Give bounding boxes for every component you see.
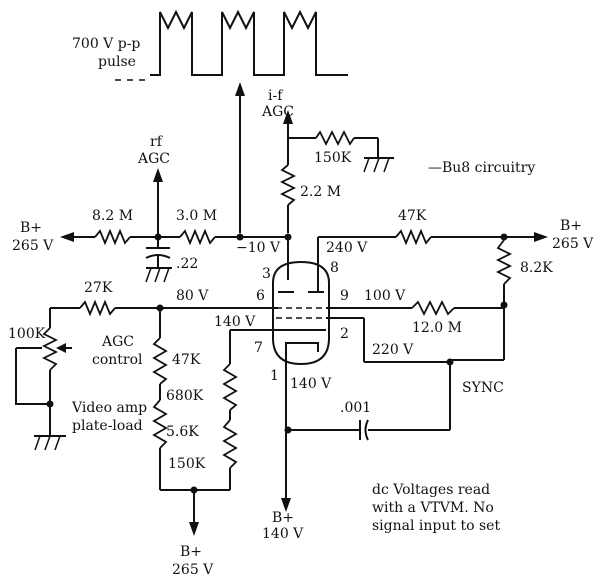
plate-voltage-label: 240 V: [326, 240, 368, 256]
label-5-6k: 5.6K: [166, 424, 199, 440]
resistor-150k-left: [222, 419, 238, 469]
label-680k: 680K: [166, 388, 204, 404]
grid-voltage-label: −10 V: [236, 240, 281, 256]
note-line2: with a VTVM. No: [372, 500, 494, 516]
b-plus-left-label-line1: B+: [20, 220, 42, 236]
label-150k-top: 150K: [314, 150, 352, 166]
sync-label: SYNC: [462, 380, 504, 396]
label-100k: 100K: [8, 326, 46, 342]
label-27k: 27K: [84, 280, 113, 296]
b-plus-left-arrow: [60, 232, 74, 242]
junction-right-top: [500, 233, 508, 241]
pin6-voltage-label: 80 V: [176, 288, 209, 304]
label-2-2m: 2.2 M: [300, 184, 341, 200]
b-plus-bottom-left-arrow: [189, 522, 199, 536]
pin-7: 7: [254, 340, 263, 356]
pin2-voltage-label: 220 V: [372, 342, 414, 358]
label-12-0m: 12.0 M: [412, 320, 462, 336]
pin-2: 2: [340, 326, 349, 342]
b-plus-left-label-line2: 265 V: [12, 238, 54, 254]
resistor-5-6k: [152, 399, 168, 449]
junction-right-mid: [500, 301, 508, 309]
pot-wiper-arrow: [56, 343, 66, 353]
pin-6: 6: [256, 288, 265, 304]
pin-1: 1: [270, 368, 279, 384]
label-c-001: .001: [340, 400, 371, 416]
rf-agc-label-line2: AGC: [137, 151, 170, 167]
label-c-22: .22: [176, 256, 198, 272]
resistor-2-2m: [279, 164, 297, 206]
label-47k-top: 47K: [398, 208, 427, 224]
screen-voltage-label: 140 V: [214, 314, 256, 330]
video-load-label-line1: Video amp: [71, 400, 147, 416]
note-line3: signal input to set: [372, 518, 500, 534]
resistor-12-0m: [411, 299, 455, 317]
if-agc-label-line1: i-f: [268, 88, 284, 104]
resistor-150k-top: [315, 129, 355, 147]
resistor-8-2m: [94, 228, 131, 246]
junction-rf-agc: [154, 233, 162, 241]
label-8-2k: 8.2K: [520, 260, 553, 276]
video-load-label-line2: plate-load: [72, 418, 143, 434]
note-line1: dc Voltages read: [372, 482, 490, 498]
pulse-arrow: [235, 82, 245, 96]
label-47k-left: 47K: [172, 352, 201, 368]
pulse-waveform: [150, 9, 348, 76]
if-agc-arrow: [283, 110, 293, 124]
b-plus-right-label-line1: B+: [560, 218, 582, 234]
agc-control-label-line1: AGC: [101, 334, 134, 350]
ground-symbol-bu8: [363, 157, 394, 173]
b-plus-bottom-left-label-line1: B+: [180, 544, 202, 560]
resistor-27k: [79, 299, 116, 317]
junction-pot: [46, 400, 54, 408]
pin-3: 3: [262, 266, 271, 282]
b-plus-cathode-label-line2: 140 V: [262, 526, 304, 542]
junction-pulse: [236, 233, 244, 241]
resistor-47k-top: [395, 228, 432, 246]
pin-8: 8: [330, 260, 339, 276]
rf-agc-label-line1: rf: [150, 134, 164, 150]
resistor-100k-pot: [41, 327, 59, 371]
vacuum-tube: [272, 237, 330, 366]
pulse-label-line1: 700 V p-p: [72, 36, 140, 52]
ground-symbol-cap: [145, 267, 172, 283]
label-150k-left: 150K: [168, 456, 206, 472]
cathode-voltage-label: 140 V: [290, 376, 332, 392]
pulse-label-line2: pulse: [98, 54, 136, 70]
capacitor-22: [145, 247, 171, 268]
agc-control-label-line2: control: [92, 352, 143, 368]
if-agc-label-line2: AGC: [261, 104, 294, 120]
resistor-8-2k: [495, 239, 513, 285]
label-8-2m: 8.2 M: [92, 208, 133, 224]
rf-agc-arrow: [153, 168, 163, 182]
resistor-680k: [222, 363, 238, 411]
resistor-3-0m: [179, 228, 216, 246]
resistor-47k-left: [152, 337, 168, 385]
ground-symbol-pot: [34, 435, 66, 451]
pin-9: 9: [340, 288, 349, 304]
b-plus-cathode-label-line1: B+: [272, 510, 294, 526]
b-plus-right-label-line2: 265 V: [552, 236, 594, 252]
pin9-voltage-label: 100 V: [364, 288, 406, 304]
b-plus-bottom-arrow: [281, 498, 291, 512]
b-plus-right-arrow: [534, 232, 548, 242]
b-plus-bottom-left-label-line2: 265 V: [172, 562, 214, 578]
bu8-circuitry-label: —Bu8 circuitry: [428, 160, 535, 176]
label-3-0m: 3.0 M: [176, 208, 217, 224]
